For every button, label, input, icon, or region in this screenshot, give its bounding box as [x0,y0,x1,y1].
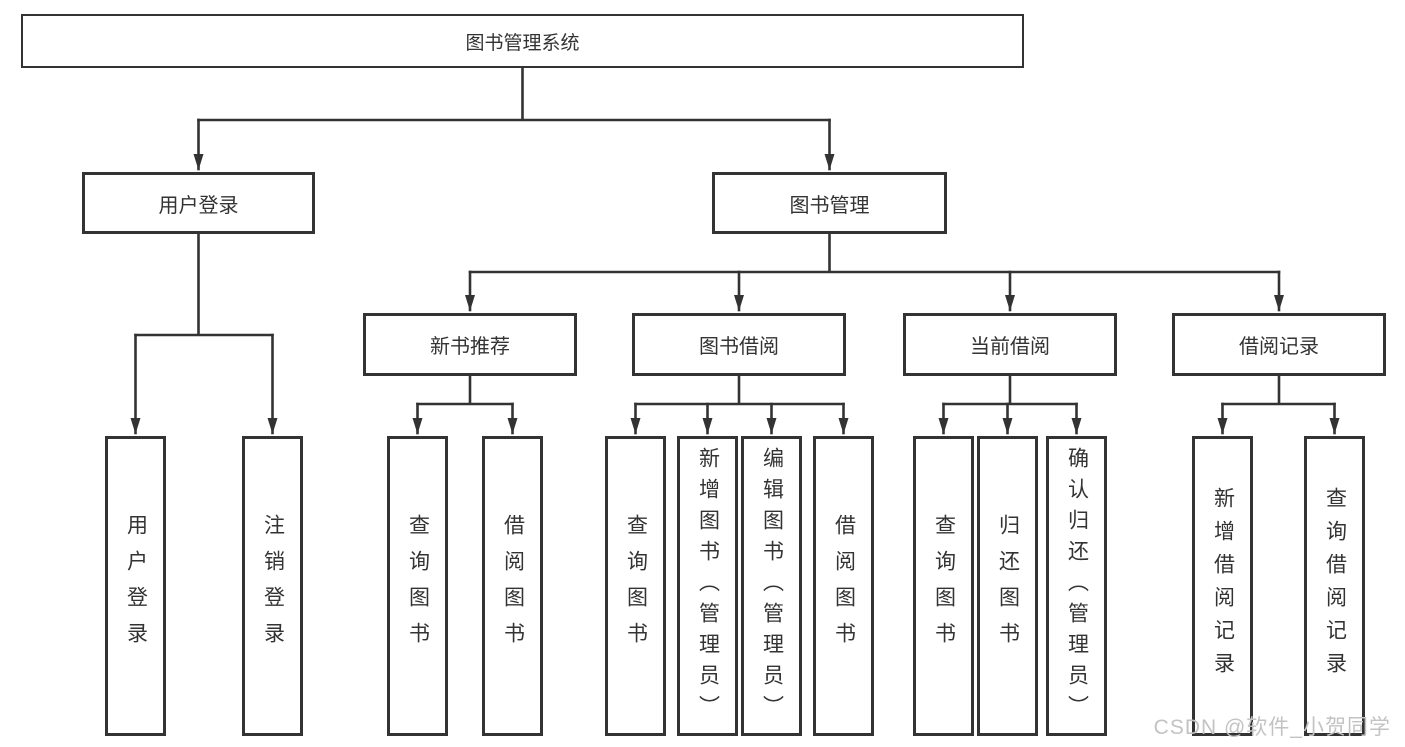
csdn-watermark: CSDN @软件_小贺同学 [1153,716,1391,739]
connector-recommend-split [416,374,514,406]
leaf-records-add-record-label: 新增借阅记录 [1211,487,1235,685]
leaf-current-query-books: 查询图书 [913,436,974,736]
leaf-recommend-query-books-label: 查询图书 [406,514,430,658]
connector-current-split [942,374,1078,406]
node-root-label: 图书管理系统 [465,32,580,54]
connector-borrowing-split [634,374,845,406]
leaf-logout-label: 注销登录 [261,514,285,658]
leaf-borrowing-edit-books-admin-label: 编辑图书（管理员） [760,446,784,726]
leaf-borrowing-query-books: 查询图书 [605,436,666,736]
leaf-current-return-books-label: 归还图书 [996,514,1020,658]
connector-user-login-split [134,232,274,337]
connector-root-split [197,66,831,122]
node-book-management-label: 图书管理 [789,194,870,217]
connector-records-split [1221,374,1336,406]
node-book-management: 图书管理 [712,172,947,234]
leaf-borrowing-borrow-books: 借阅图书 [813,436,874,736]
leaf-recommend-borrow-books: 借阅图书 [482,436,543,736]
leaf-current-return-books: 归还图书 [977,436,1038,736]
leaf-records-add-record: 新增借阅记录 [1192,436,1253,736]
leaf-borrowing-query-books-label: 查询图书 [624,514,648,658]
leaf-current-query-books-label: 查询图书 [932,514,956,658]
node-current-borrowing-label: 当前借阅 [970,336,1050,358]
node-borrowing-records-label: 借阅记录 [1239,336,1319,358]
leaf-borrowing-edit-books-admin: 编辑图书（管理员） [741,436,802,736]
connector-book-management-split [468,232,1281,274]
leaf-records-query-record-label: 查询借阅记录 [1323,487,1347,685]
node-user-login: 用户登录 [82,172,315,234]
leaf-borrowing-add-books-admin: 新增图书（管理员） [677,436,738,736]
leaf-user-login: 用户登录 [105,436,166,736]
leaf-user-login-label: 用户登录 [124,514,148,658]
leaf-borrowing-add-books-admin-label: 新增图书（管理员） [696,446,720,726]
leaf-records-query-record: 查询借阅记录 [1304,436,1365,736]
node-book-borrowing: 图书借阅 [632,313,846,376]
node-new-book-recommend-label: 新书推荐 [430,336,510,358]
leaf-recommend-borrow-books-label: 借阅图书 [501,514,525,658]
node-new-book-recommend: 新书推荐 [363,313,577,376]
leaf-current-confirm-return-admin-label: 确认归还（管理员） [1065,446,1089,726]
node-user-login-label: 用户登录 [158,194,239,217]
leaf-recommend-query-books: 查询图书 [387,436,448,736]
node-book-borrowing-label: 图书借阅 [699,336,779,358]
node-current-borrowing: 当前借阅 [903,313,1117,376]
leaf-logout: 注销登录 [242,436,303,736]
leaf-current-confirm-return-admin: 确认归还（管理员） [1046,436,1107,736]
node-borrowing-records: 借阅记录 [1172,313,1386,376]
node-root: 图书管理系统 [21,14,1024,68]
leaf-borrowing-borrow-books-label: 借阅图书 [832,514,856,658]
